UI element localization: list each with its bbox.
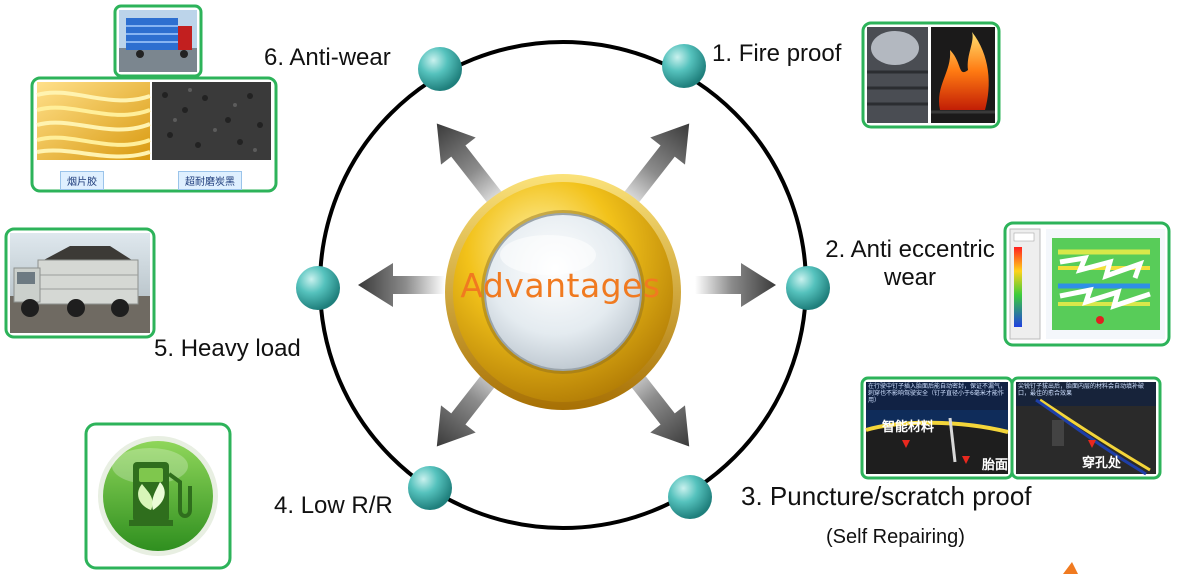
decorative-mark (1063, 562, 1078, 574)
label-anti-eccentric-wear: 2. Anti eccentric wear (815, 236, 1005, 291)
photo-dump-truck (4, 227, 156, 339)
photo-fast-truck (113, 4, 203, 78)
label-number: 2. (825, 236, 846, 263)
caption-carbon-black: 超耐磨炭黑 (178, 171, 242, 190)
label-title: Anti-wear (289, 44, 391, 71)
arrow-fire-proof (614, 123, 690, 216)
label-heavy-load: 5. Heavy load (154, 335, 301, 363)
label-number: 6. (264, 44, 285, 71)
node-anti-wear (418, 47, 462, 91)
node-puncture-proof (668, 475, 712, 519)
label-title: Low R/R (300, 492, 393, 519)
node-fire-proof (662, 44, 706, 88)
label-anti-wear: 6. Anti-wear (264, 44, 391, 72)
puncture-right-note: 尖锐钉子拔出后，胎面内层的材料会自动填补破口，最佳的愈合效果 (1018, 383, 1145, 398)
tag-smart-material: 智能材料 (882, 420, 935, 435)
label-number: 4. (274, 492, 295, 519)
photo-puncture-right (1010, 376, 1162, 480)
label-puncture-subtitle: (Self Repairing) (826, 526, 965, 548)
arrow-heavy-load (358, 263, 445, 307)
photo-eco-fuel (84, 422, 232, 570)
photo-puncture-left (860, 376, 1014, 480)
leaf-icon (138, 482, 165, 510)
puncture-left-note: 在行驶中钉子插入胎面后能自动密封，保证不漏气，刺穿也不影响驾驶安全（钉子直径小于… (868, 383, 1007, 405)
label-number: 1. (712, 40, 733, 67)
tag-puncture-spot: 穿孔处 (1082, 456, 1122, 471)
photo-fire-proof (861, 21, 1001, 129)
node-anti-eccentric-wear (786, 266, 830, 310)
tag-tread: 胎面 (982, 458, 1009, 473)
photo-heat-map (1003, 221, 1171, 347)
label-low-rr: 4. Low R/R (274, 492, 393, 520)
label-title: Puncture/scratch proof (769, 481, 1032, 511)
label-title-line2: wear (883, 263, 937, 291)
label-number: 3. (741, 481, 763, 511)
label-fire-proof: 1. Fire proof (712, 40, 841, 68)
label-puncture-proof: 3. Puncture/scratch proof (741, 481, 1032, 512)
photo-anti-wear-materials (30, 76, 278, 193)
label-title: Anti eccentric (850, 236, 995, 263)
label-title: Heavy load (180, 335, 301, 362)
arrow-anti-eccentric-wear (695, 263, 776, 307)
center-label: Advantages (460, 266, 661, 305)
caption-smoked-sheet-rubber: 烟片胶 (60, 171, 104, 190)
arrow-anti-wear (436, 123, 512, 216)
fuel-pump-icon (129, 462, 192, 526)
node-heavy-load (296, 266, 340, 310)
center-badge (445, 174, 681, 410)
label-number: 5. (154, 335, 175, 362)
node-low-rr (408, 466, 452, 510)
label-title: Fire proof (738, 40, 842, 67)
